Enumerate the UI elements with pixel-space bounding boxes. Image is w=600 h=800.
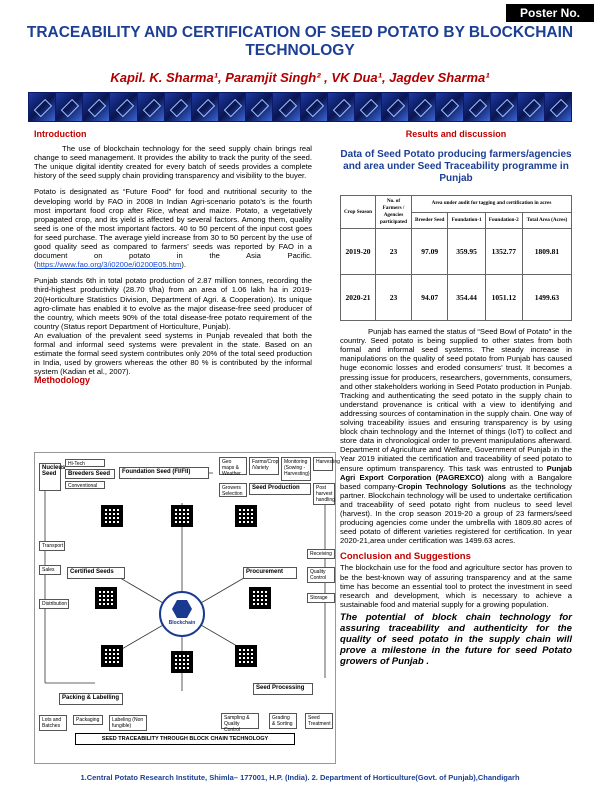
col-header-total: Total Area (Acres)	[521, 211, 573, 230]
hi-tech-box: Hi-Tech	[65, 459, 105, 467]
col-header-farmers: No. of Farmers / Agencies participated	[374, 195, 412, 230]
packing-labelling-box: Packing & Labelling	[59, 693, 123, 705]
labeling-box: Labeling (Non fungible)	[109, 715, 147, 731]
table-row: 2020-21 23 94.07 354.44 1051.12 1499.63	[340, 274, 573, 322]
conventional-box: Conventional	[65, 481, 105, 489]
col-header-breeder: Breeder Seed	[410, 211, 449, 230]
authors: Kapil. K. Sharma¹, Paramjit Singh² , VK …	[110, 70, 490, 85]
certified-seeds-box: Certified Seeds	[67, 567, 125, 579]
sales-box: Sales	[39, 565, 61, 575]
receiving-box: Receiving	[307, 549, 335, 559]
right-column: Results and discussion Data of Seed Pota…	[340, 129, 573, 667]
lots-batches-box: Lots and Batches	[39, 715, 67, 731]
seed-production-box: Seed Production	[249, 483, 311, 495]
geo-maps-box: Geo maps & Weather	[219, 457, 247, 477]
growers-selection-box: Growers Selection	[219, 483, 247, 497]
qr-code-icon	[235, 645, 257, 667]
intro-paragraph-1: The use of blockchain technology for the…	[34, 144, 312, 181]
poster-number-badge: Poster No.	[505, 4, 594, 22]
conclusion-emphasis: The potential of block chain technology …	[340, 611, 572, 667]
methodology-heading: Methodology	[34, 375, 90, 386]
transport-box: Transport	[39, 541, 65, 551]
poster-title: TRACEABILITY AND CERTIFICATION OF SEED P…	[26, 24, 574, 59]
conclusion-paragraph: The blockchain use for the food and agri…	[340, 563, 572, 609]
seed-processing-box: Seed Processing	[253, 683, 313, 695]
results-heading: Results and discussion	[405, 129, 507, 139]
monitoring-box: Monitoring (Sowing - Harvesting)	[281, 457, 311, 481]
col-header-foundation-2: Foundation-2	[484, 211, 523, 230]
distribution-box: Distribution	[39, 599, 69, 609]
qr-code-icon	[235, 505, 257, 527]
qr-code-icon	[101, 645, 123, 667]
results-paragraph: Punjab has earned the status of “Seed Bo…	[340, 327, 572, 546]
qr-code-icon	[95, 587, 117, 609]
blockchain-icon	[172, 600, 192, 618]
breeders-seed-box: Breeders Seed	[65, 469, 115, 479]
methodology-diagram: Nucleus Seed Hi-Tech Breeders Seed Conve…	[34, 452, 340, 764]
quality-control-box: Quality Control	[307, 567, 335, 583]
col-header-foundation-1: Foundation-1	[447, 211, 486, 230]
qr-code-icon	[249, 587, 271, 609]
table-row: 2019-20 23 97.09 359.95 1352.77 1809.81	[340, 228, 573, 276]
col-header-season: Crop Season	[340, 195, 376, 230]
qr-code-icon	[171, 505, 193, 527]
conclusion-heading: Conclusion and Suggestions	[340, 551, 471, 563]
intro-paragraph-4: An evaluation of the prevalent seed syst…	[34, 330, 312, 377]
table-title: Data of Seed Potato producing farmers/ag…	[340, 149, 572, 185]
qr-code-icon	[171, 651, 193, 673]
blockchain-banner-image	[28, 92, 572, 122]
post-harvest-box: Post harvest handling	[313, 483, 335, 505]
nucleus-seed-box: Nucleus Seed	[39, 463, 65, 491]
fao-link[interactable]: https://www.fao.org/3/i0200e/i0200E05.ht…	[36, 260, 182, 270]
procurement-box: Procurement	[243, 567, 297, 579]
introduction-heading: Introduction	[34, 129, 87, 139]
packaging-box: Packaging	[73, 715, 103, 725]
intro-paragraph-2: Potato is designated as “Future Food” fo…	[34, 187, 312, 270]
seed-treatment-box: Seed Treatment	[305, 713, 333, 729]
affiliations-footer: 1.Central Potato Research Institute, Shi…	[80, 773, 520, 782]
left-column: Introduction The use of blockchain techn…	[34, 129, 312, 386]
foundation-seed-box: Foundation Seed (FI/FII)	[119, 467, 209, 479]
intro-paragraph-3: Punjab stands 6th in total potato produc…	[34, 276, 312, 331]
storage-box: Storage	[307, 593, 335, 603]
blockchain-hub: Blockchain	[159, 591, 205, 637]
qr-code-icon	[101, 505, 123, 527]
harvesting-box: Harvesting	[313, 457, 340, 471]
diagram-caption: SEED TRACEABILITY THROUGH BLOCK CHAIN TE…	[75, 733, 295, 745]
seed-traceability-table: Crop Season No. of Farmers / Agencies pa…	[340, 195, 573, 322]
farms-crop-box: Farms/Crop /Variety	[249, 457, 279, 475]
sampling-box: Sampling & Quality Control	[221, 713, 259, 733]
grading-box: Grading & Sorting	[269, 713, 297, 729]
col-header-area-group: Area under audit for tagging and certifi…	[410, 195, 573, 213]
